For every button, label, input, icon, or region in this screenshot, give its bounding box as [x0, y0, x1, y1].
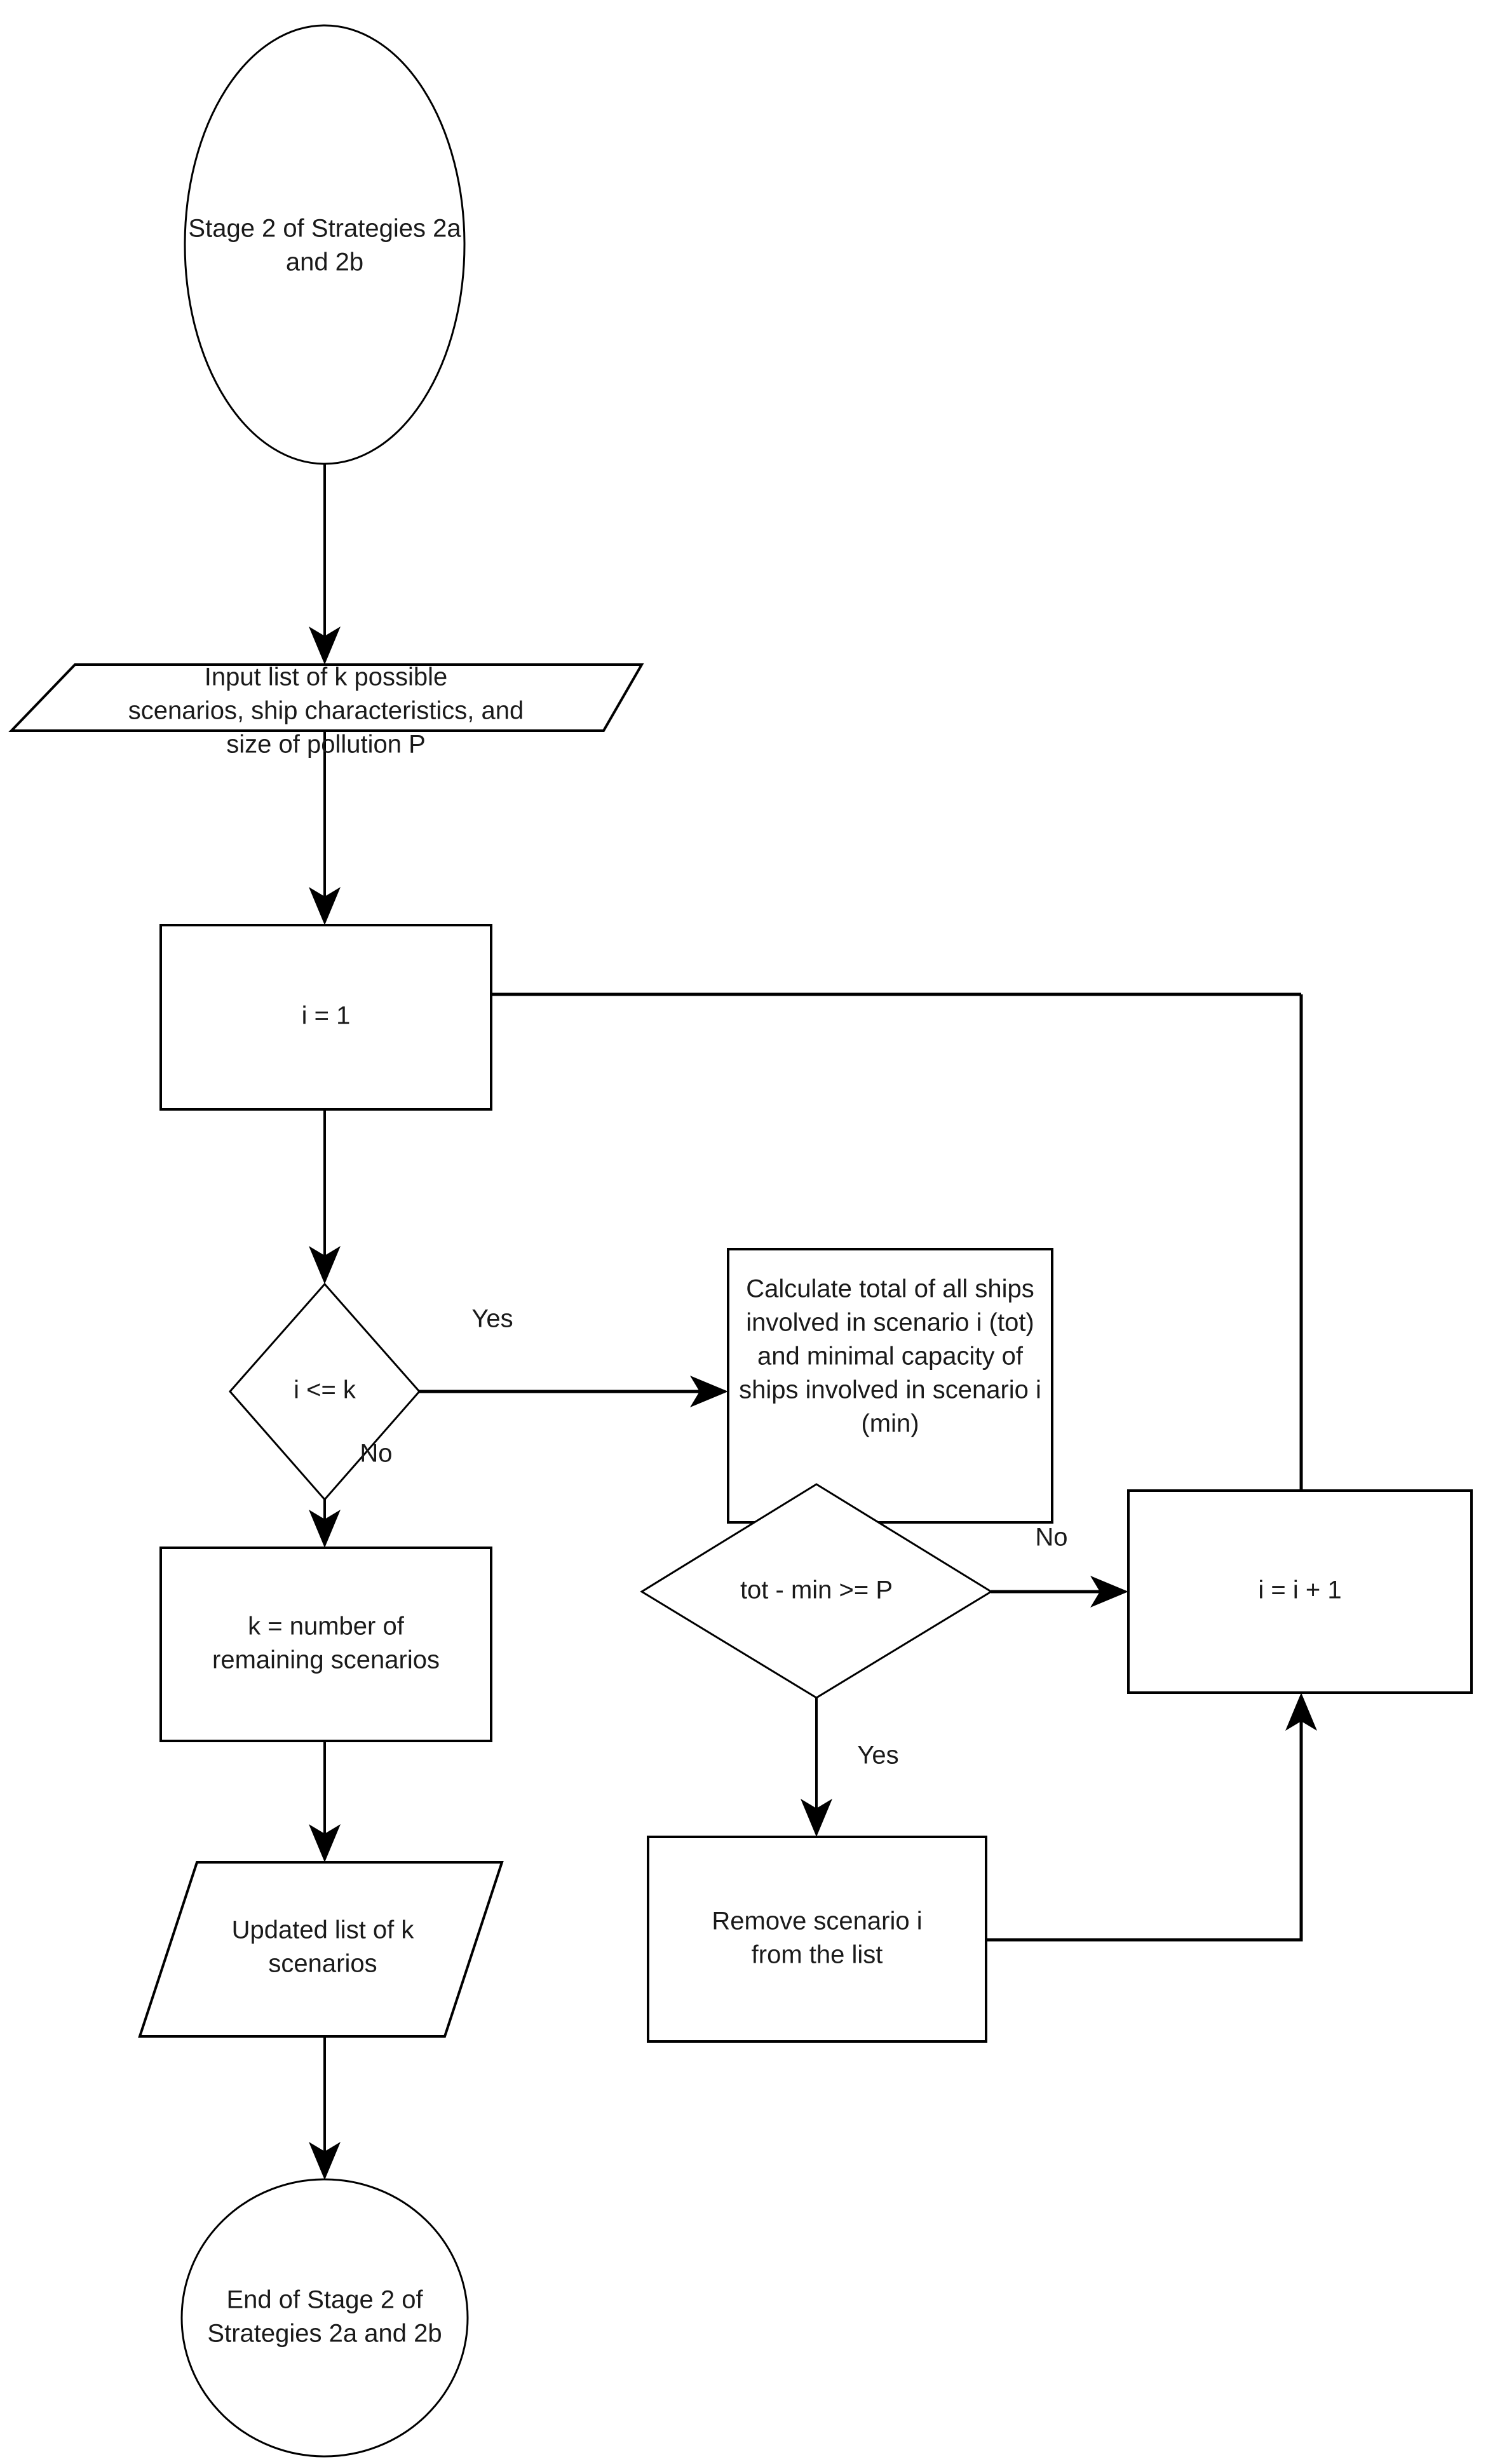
node-calculate-tot-min[interactable]: Calculate total of all ships involved in… [727, 1248, 1053, 1524]
node-output-data[interactable]: Updated list of k scenarios [138, 1861, 504, 2038]
edge-decision-yes-to-calculate [419, 1376, 728, 1407]
node-end-line-0: End of Stage 2 of [226, 2286, 423, 2314]
node-setk-line-1: remaining scenarios [212, 1646, 440, 1674]
node-end[interactable]: End of Stage 2 of Strategies 2a and 2b [180, 2178, 469, 2458]
node-setk-line-0: k = number of [248, 1613, 405, 1641]
node-remove-scenario[interactable]: Remove scenario i from the list [647, 1836, 987, 2043]
node-calc-line-1: involved in scenario i (tot) [746, 1309, 1034, 1337]
node-input-line-1: scenarios, ship characteristics, and [128, 697, 524, 725]
node-end-line-1: Strategies 2a and 2b [207, 2320, 442, 2348]
edge-label-no-tot-min: No [1035, 1524, 1067, 1552]
node-start-line-1: and 2b [286, 248, 363, 276]
edge-input-to-init-box [309, 732, 341, 925]
node-check-i-le-k-label: i <= k [294, 1376, 356, 1404]
node-start[interactable]: Stage 2 of Strategies 2a and 2b [184, 24, 466, 465]
edge-remove-to-increment [986, 1693, 1317, 1942]
node-set-k[interactable]: k = number of remaining scenarios [159, 1547, 492, 1742]
node-start-line-0: Stage 2 of Strategies 2a [188, 215, 461, 243]
node-check-tot-min-p[interactable]: tot - min >= P [640, 1483, 993, 1699]
node-remove-line-1: from the list [752, 1941, 883, 1969]
node-increment-i[interactable]: i = i + 1 [1127, 1489, 1473, 1694]
node-output-line-1: scenarios [268, 1950, 377, 1978]
node-calc-line-3: ships involved in scenario i [739, 1376, 1041, 1404]
edge-label-yes-i-le-k: Yes [471, 1305, 513, 1333]
node-init-i[interactable]: i = 1 [159, 924, 492, 1111]
node-remove-line-0: Remove scenario i [712, 1907, 922, 1935]
edge-label-no-i-le-k: No [360, 1440, 392, 1468]
node-calc-line-0: Calculate total of all ships [746, 1275, 1034, 1303]
edge-init-to-decision [309, 1109, 341, 1284]
edge-output-to-end [309, 2036, 341, 2180]
edge-check-no-to-increment [991, 1576, 1128, 1608]
node-input-data[interactable]: Input list of k possible scenarios, ship… [8, 663, 644, 759]
node-calc-line-2: and minimal capacity of [757, 1343, 1024, 1371]
edge-check-yes-to-remove [801, 1698, 832, 1837]
edge-start-to-input [309, 464, 341, 665]
node-init-line-0: i = 1 [302, 1002, 351, 1030]
node-calc-line-4: (min) [861, 1410, 919, 1438]
node-check-tot-min-label: tot - min >= P [740, 1576, 893, 1604]
edge-label-yes-tot-min: Yes [857, 1742, 898, 1770]
node-increment-label: i = i + 1 [1258, 1576, 1341, 1604]
node-output-line-0: Updated list of k [232, 1916, 415, 1944]
node-check-i-le-k[interactable]: i <= k [229, 1282, 421, 1501]
node-input-line-0: Input list of k possible [205, 663, 447, 691]
node-input-line-2: size of pollution P [226, 731, 426, 759]
edge-setk-to-output [309, 1741, 341, 1862]
